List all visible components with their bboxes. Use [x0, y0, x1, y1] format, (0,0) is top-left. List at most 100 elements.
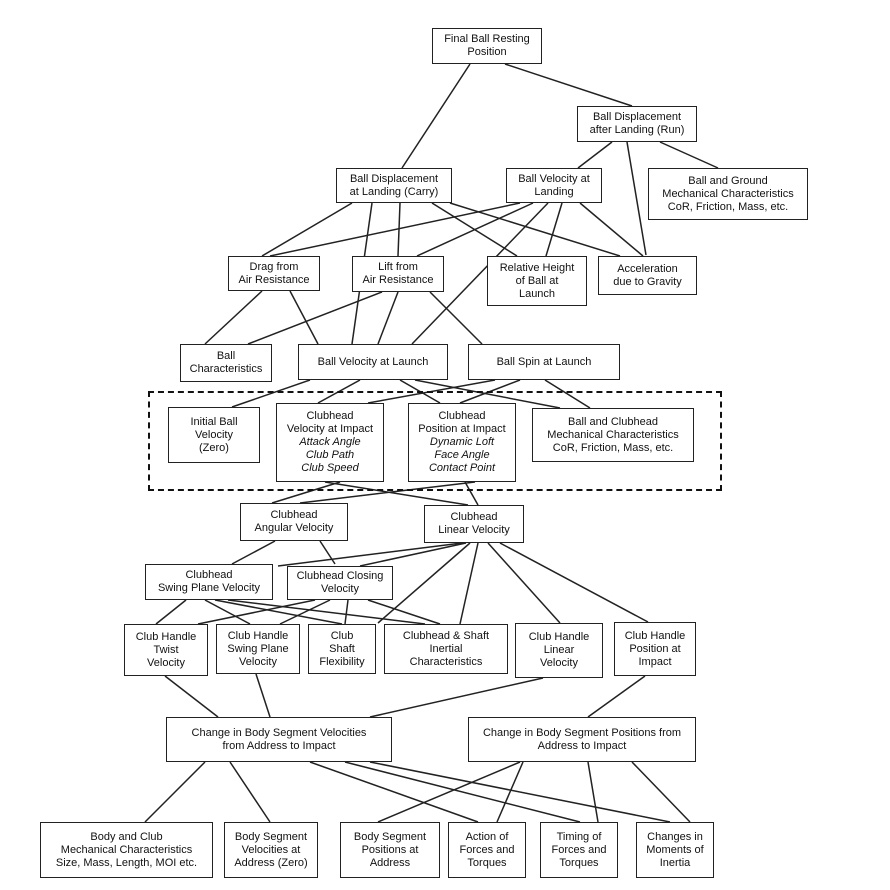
box-label-line: Velocity	[321, 583, 359, 595]
box-label-line: Ball Displacement	[349, 172, 439, 185]
box-detail-line: Attack Angle	[299, 436, 361, 448]
box-label-line: Velocity	[195, 428, 233, 441]
impact-parameters-dashed-frame	[148, 391, 722, 491]
box-label-line: Clubhead	[306, 410, 354, 422]
box-label-line: Positions at	[361, 843, 419, 856]
box-label-line: Club Handle	[624, 629, 686, 642]
box-label-line: Mechanical Characteristics	[60, 843, 193, 856]
box-label-line: Mechanical Characteristics	[662, 187, 794, 200]
box-label-line: Changes in	[647, 830, 703, 843]
box-label-line: Velocity	[239, 655, 277, 668]
ball-spin-launch-box: Ball Spin at Launch	[468, 344, 620, 380]
box-label-line: Address (Zero)	[234, 856, 308, 869]
box-label-line: Ball and Clubhead	[568, 415, 658, 428]
box-label-line: Clubhead	[450, 511, 498, 523]
box-label-line: Lift from	[378, 261, 418, 273]
box-label-line: CoR, Friction, Mass, etc.	[552, 441, 674, 454]
box-label-line: Impact	[638, 655, 672, 668]
box-label-line: Characteristics	[409, 655, 483, 668]
box-label-line: Ball Velocity at Launch	[317, 355, 429, 368]
box-label-line: Size, Mass, Length, MOI etc.	[55, 856, 198, 869]
box-label-line: Linear	[543, 644, 575, 656]
box-label-line: after Landing (Run)	[589, 124, 685, 136]
box-label-line: Club	[330, 629, 354, 642]
box-label-line: Club Handle	[227, 629, 289, 642]
box-label-line: Action of	[465, 830, 509, 843]
box-label-line: Drag from	[249, 260, 299, 273]
box-detail-line: Dynamic Loft	[429, 436, 495, 448]
box-label-line: Velocity at Impact	[286, 423, 374, 435]
box-label-line: Velocity	[147, 656, 185, 669]
box-label-line: from Address to Impact	[222, 739, 336, 752]
box-label-line: Address	[369, 856, 411, 869]
box-label-line: Clubhead & Shaft	[402, 629, 490, 642]
box-label-line: Ball Velocity at	[518, 172, 590, 185]
box-label-line: Shaft	[329, 642, 355, 655]
box-label-line: Torques	[467, 856, 507, 869]
ball-velocity-launch-box: Ball Velocity at Launch	[298, 344, 448, 380]
box-label-line: CoR, Friction, Mass, etc.	[667, 200, 789, 213]
box-label-line: (Zero)	[199, 441, 229, 454]
box-label-line: Velocity	[540, 657, 578, 669]
box-label-line: Air Resistance	[362, 274, 434, 286]
box-label-line: Change in Body Segment Positions from	[482, 726, 682, 739]
box-label-line: Angular Velocity	[254, 522, 334, 534]
box-label-line: Moments of	[646, 843, 704, 856]
box-label-line: Body and Club	[90, 830, 163, 843]
box-label-line: Ball Displacement	[592, 111, 682, 123]
box-label-line: Position at	[629, 642, 681, 655]
box-label-line: Acceleration	[617, 262, 678, 275]
box-label-line: Clubhead	[438, 410, 486, 422]
box-label-line: Forces and	[459, 843, 515, 856]
box-label-line: Body Segment	[234, 830, 308, 843]
box-label-line: Ball	[216, 350, 236, 362]
box-label-line: Position at Impact	[418, 423, 506, 435]
box-label-line: Initial Ball	[190, 415, 238, 428]
box-label-line: Ball Spin at Launch	[496, 355, 592, 368]
box-label-line: Mechanical Characteristics	[547, 428, 679, 441]
box-label-line: Inertia	[659, 856, 691, 869]
box-label-line: Inertial	[429, 642, 463, 655]
box-label-line: Relative Height	[499, 261, 575, 274]
box-label-line: Velocities at	[241, 843, 301, 856]
box-label-line: Torques	[559, 856, 599, 869]
box-detail-line: Contact Point	[428, 462, 496, 474]
box-label-line: Body Segment	[353, 830, 427, 843]
box-label-line: Club Handle	[528, 631, 590, 643]
box-label-line: Change in Body Segment Velocities	[191, 726, 367, 739]
box-label-line: Swing Plane Velocity	[157, 582, 261, 594]
box-label-line: Ball and Ground	[688, 174, 768, 187]
box-label-line: Address to Impact	[537, 739, 627, 752]
box-label-line: Twist	[153, 643, 179, 656]
box-label-line: Linear Velocity	[438, 524, 510, 536]
box-detail-line: Club Path	[305, 449, 355, 461]
box-label-line: at Landing (Carry)	[349, 185, 439, 198]
box-label-line: Clubhead	[185, 569, 233, 581]
box-label-line: Launch	[518, 287, 556, 300]
